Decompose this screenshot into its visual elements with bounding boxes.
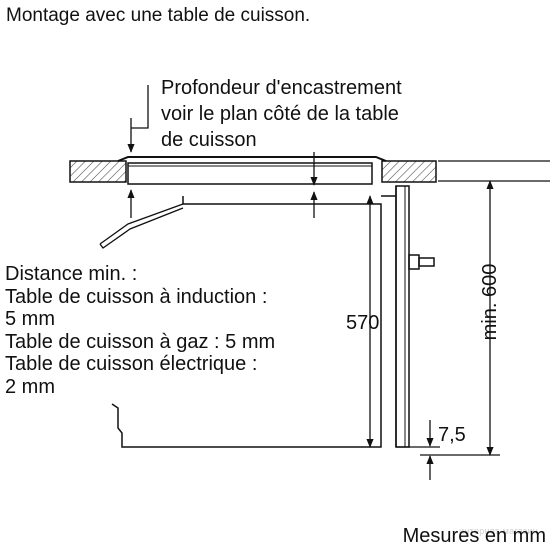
min-distance-line: 2 mm	[5, 375, 55, 398]
depth-leader	[131, 85, 149, 129]
worktop-left	[69, 160, 127, 183]
min-distance-line: Table de cuisson à gaz : 5 mm	[5, 330, 276, 353]
depth-note-line: voir le plan côté de la table	[161, 103, 399, 125]
dimension-min-600-label: min. 600	[479, 263, 501, 341]
min-distance-line: Distance min. :	[5, 263, 138, 285]
oven-top-panel	[99, 203, 184, 249]
depth-note-line: Profondeur d'encastrement	[161, 77, 402, 99]
units-label: Mesures en mm	[402, 525, 546, 547]
dimension-570-label: 570	[346, 312, 380, 334]
oven-door	[395, 185, 410, 448]
worktop-right	[381, 160, 437, 183]
hob-body	[127, 162, 373, 185]
depth-note: Profondeur d'encastrement voir le plan c…	[161, 75, 402, 153]
hob-glass	[117, 156, 387, 162]
diagram-title: Montage avec une table de cuisson.	[6, 5, 311, 26]
watermark: интернет-магазин	[459, 526, 538, 536]
dimension-7-5-label: 7,5	[438, 424, 466, 446]
min-distance-line: 5 mm	[5, 308, 55, 330]
oven-knob	[408, 254, 420, 270]
min-distance-note: Distance min. : Table de cuisson à induc…	[5, 263, 275, 398]
min-distance-line: Table de cuisson à induction :	[5, 285, 268, 308]
depth-note-line: de cuisson	[161, 129, 257, 151]
min-distance-line: Table de cuisson électrique :	[5, 353, 258, 375]
